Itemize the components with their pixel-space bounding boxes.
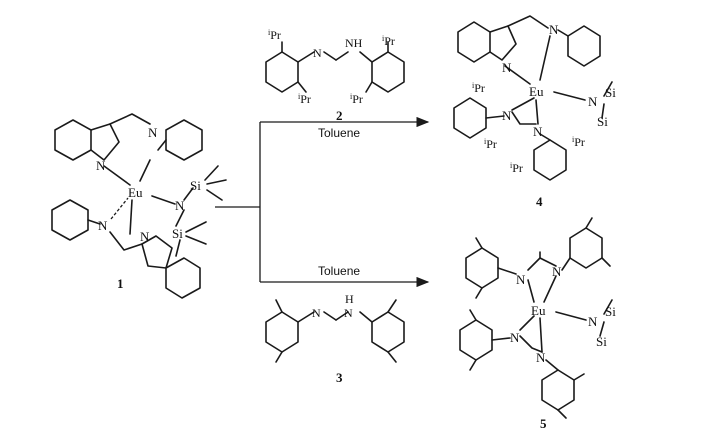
c1-n-indole2-label: N: [140, 229, 150, 244]
c2-ipr-1: iPr: [268, 28, 281, 42]
c5-si-lower-label: Si: [596, 334, 607, 349]
compound-4-structure: [453, 15, 613, 181]
compound-2-structure: [265, 41, 405, 93]
c1-n-indole-label: N: [96, 158, 106, 173]
c4-si-lower-label: Si: [597, 114, 608, 129]
c5-si-upper-label: Si: [605, 304, 616, 319]
compound-3-number: 3: [336, 370, 343, 385]
c4-n-amidinate2-label: N: [533, 124, 543, 139]
c1-eu-label: Eu: [128, 185, 143, 200]
c2-ipr-3: iPr: [382, 34, 395, 48]
condition-upper: Toluene: [318, 126, 360, 140]
c4-si-upper-label: Si: [605, 85, 616, 100]
c4-eu-label: Eu: [529, 84, 544, 99]
c4-n-amidinate1-label: N: [502, 108, 512, 123]
reaction-arrows: [215, 116, 430, 288]
c1-n-top-label: N: [148, 125, 158, 140]
c4-ipr-3: iPr: [572, 135, 585, 149]
c2-n-label: N: [313, 46, 322, 60]
c1-n-lower-label: N: [98, 218, 108, 233]
c5-n-3-label: N: [510, 330, 520, 345]
c2-ipr-2: iPr: [298, 92, 311, 106]
compound-4-number: 4: [536, 194, 543, 209]
c3-h-label: H: [345, 292, 354, 306]
c4-n-indole-label: N: [502, 60, 512, 75]
compound-2-number: 2: [336, 108, 343, 123]
c5-n-4-label: N: [536, 350, 546, 365]
compound-1-number: 1: [117, 276, 124, 291]
c1-si-upper-label: Si: [190, 178, 201, 193]
c1-n-amide-label: N: [175, 198, 185, 213]
condition-lower: Toluene: [318, 264, 360, 278]
c4-ipr-4: iPr: [510, 161, 523, 175]
compound-1-structure: [51, 113, 227, 299]
c5-n-2-label: N: [552, 264, 562, 279]
c2-nh-label: NH: [345, 36, 363, 50]
compound-5-structure: [459, 217, 613, 419]
c3-n-label: N: [312, 306, 321, 320]
compound-3-structure: [265, 299, 405, 363]
c4-n-imine-label: N: [549, 22, 559, 37]
c5-eu-label: Eu: [531, 303, 546, 318]
c5-n-1-label: N: [516, 272, 526, 287]
c4-ipr-1: iPr: [472, 81, 485, 95]
c5-n-amide-label: N: [588, 314, 598, 329]
c1-si-lower-label: Si: [172, 226, 183, 241]
c4-n-amide-label: N: [588, 94, 598, 109]
c3-n2-label: N: [344, 306, 353, 320]
c4-ipr-2: iPr: [484, 137, 497, 151]
c2-ipr-4: iPr: [350, 92, 363, 106]
compound-5-number: 5: [540, 416, 547, 431]
